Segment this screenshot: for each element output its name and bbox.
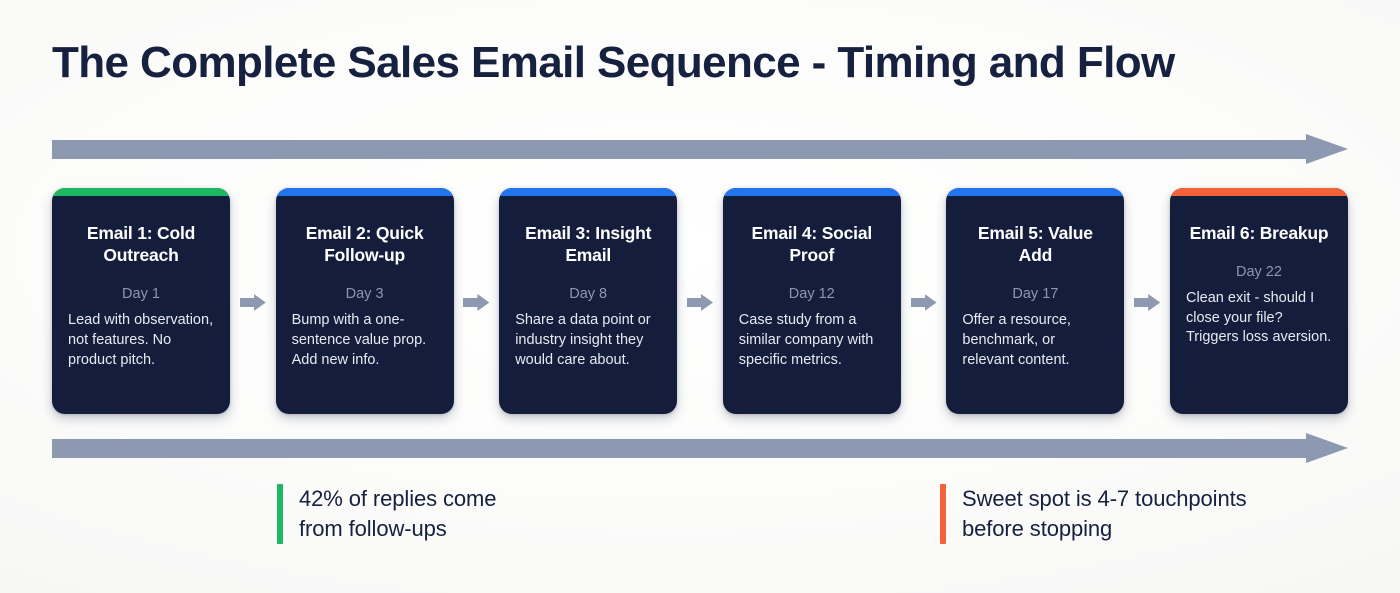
card-description: Offer a resource, benchmark, or relevant… bbox=[962, 312, 1071, 368]
footnote-2: Sweet spot is 4-7 touchpoints before sto… bbox=[940, 484, 1247, 544]
timeline-arrow-top bbox=[52, 134, 1348, 164]
card-day-label: Day 3 bbox=[345, 286, 384, 303]
connector-arrow-head bbox=[1148, 294, 1161, 311]
page-title: The Complete Sales Email Sequence - Timi… bbox=[52, 38, 1175, 87]
connector-arrow-head bbox=[924, 294, 937, 311]
card-day-label: Day 1 bbox=[122, 286, 160, 303]
card-title: Email 6: Breakup bbox=[1189, 223, 1329, 243]
connector-arrow-icon bbox=[910, 294, 937, 311]
footnote-text: 42% of replies come from follow-ups bbox=[299, 486, 497, 541]
footnote-accent-bar bbox=[277, 484, 283, 544]
timeline-arrow-bottom-shaft bbox=[52, 439, 1308, 458]
footnote-group: 42% of replies come from follow-ups Sweet… bbox=[0, 484, 1400, 564]
card-connector-5 bbox=[1124, 188, 1170, 414]
card-title: Email 3: Insight Email bbox=[525, 223, 652, 266]
connector-arrow-icon bbox=[686, 294, 713, 311]
card-title: Email 2: Quick Follow-up bbox=[305, 223, 424, 266]
connector-arrow-icon bbox=[463, 294, 490, 311]
card-description: Lead with observation, not features. No … bbox=[68, 312, 214, 368]
footnote-1: 42% of replies come from follow-ups bbox=[277, 484, 497, 544]
timeline-arrow-top-head-icon bbox=[1306, 134, 1348, 164]
card-accent-bar bbox=[1169, 188, 1348, 196]
card-day-label: Day 8 bbox=[569, 286, 608, 303]
connector-arrow-head bbox=[700, 294, 713, 311]
card-description: Share a data point or industry insight t… bbox=[515, 312, 651, 368]
card-day-label: Day 22 bbox=[1235, 264, 1282, 281]
connector-arrow-shaft bbox=[910, 298, 926, 307]
footnote-accent-bar bbox=[940, 484, 946, 544]
card-description: Bump with a one-sentence value prop. Add… bbox=[291, 312, 427, 368]
card-connector-1 bbox=[230, 188, 276, 414]
card-connector-2 bbox=[454, 188, 500, 414]
connector-arrow-shaft bbox=[463, 298, 479, 307]
card-day-label: Day 12 bbox=[788, 286, 835, 303]
card-accent-bar bbox=[275, 188, 454, 196]
card-connector-3 bbox=[677, 188, 723, 414]
card-accent-bar bbox=[946, 188, 1125, 196]
connector-arrow-icon bbox=[239, 294, 266, 311]
card-accent-bar bbox=[52, 188, 230, 196]
card-description: Case study from a similar company with s… bbox=[738, 312, 874, 368]
connector-arrow-shaft bbox=[1134, 298, 1150, 307]
connector-arrow-shaft bbox=[239, 298, 255, 307]
card-day-label: Day 17 bbox=[1012, 286, 1059, 303]
card-connector-4 bbox=[901, 188, 947, 414]
card-accent-bar bbox=[722, 188, 901, 196]
card-title: Email 5: Value Add bbox=[977, 223, 1093, 266]
timeline-arrow-bottom-head-icon bbox=[1306, 433, 1348, 463]
card-title: Email 1: Cold Outreach bbox=[86, 223, 196, 266]
connector-arrow-head bbox=[477, 294, 490, 311]
connector-arrow-shaft bbox=[686, 298, 702, 307]
timeline-arrow-top-shaft bbox=[52, 140, 1308, 159]
card-title: Email 4: Social Proof bbox=[751, 223, 873, 266]
timeline-arrow-bottom bbox=[52, 433, 1348, 463]
card-description: Clean exit - should I close your file? T… bbox=[1185, 290, 1332, 346]
connector-arrow-head bbox=[253, 294, 266, 311]
connector-arrow-icon bbox=[1134, 294, 1161, 311]
footnote-text: Sweet spot is 4-7 touchpoints before sto… bbox=[962, 486, 1247, 541]
card-accent-bar bbox=[499, 188, 678, 196]
